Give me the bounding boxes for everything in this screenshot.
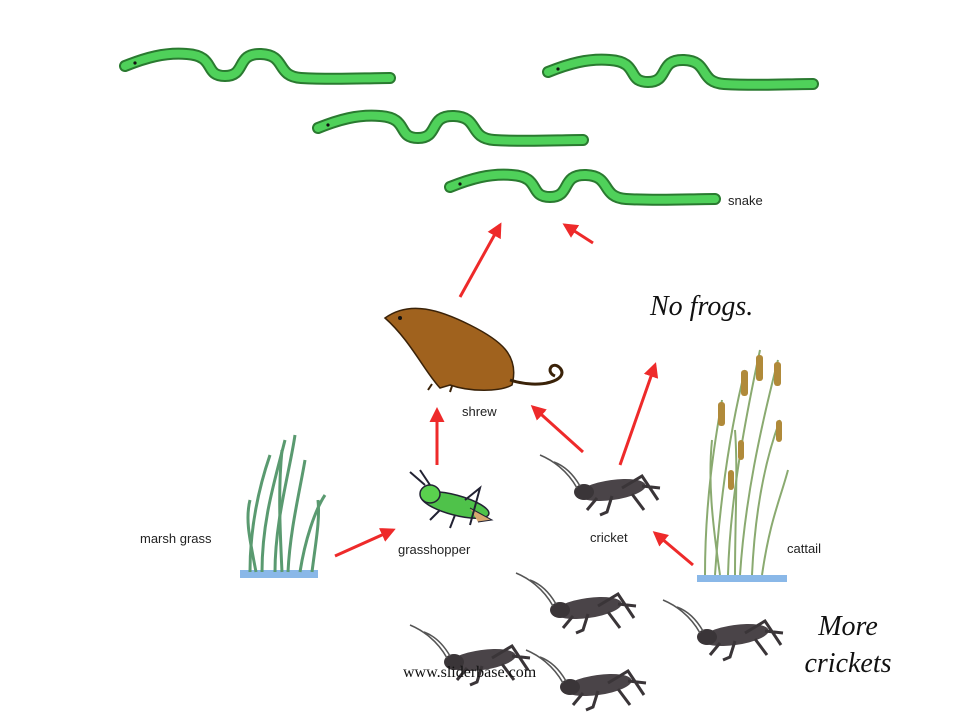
- label-snake: snake: [728, 193, 763, 208]
- watermark: www.sliderbase.com: [403, 664, 537, 681]
- arrow-cattail-to-cricket: [652, 531, 694, 567]
- label-marsh-grass: marsh grass: [140, 531, 212, 546]
- snake-illustration-3: [318, 116, 583, 141]
- arrow-frogs-to-snake: [562, 223, 594, 245]
- arrow-shrew-to-snake: [458, 222, 502, 298]
- snake-illustration-4: [450, 175, 715, 200]
- cattail-illustration: [697, 349, 789, 582]
- cricket-illustration-2: [514, 571, 638, 635]
- snake-illustration-2: [548, 60, 813, 85]
- marsh-grass-illustration: [240, 434, 327, 578]
- label-cricket: cricket: [590, 530, 628, 545]
- label-cattail: cattail: [787, 541, 821, 556]
- note-more-crickets: More crickets: [790, 608, 906, 682]
- arrow-cricket-to-frogs: [618, 362, 659, 466]
- cricket-illustration-4: [524, 648, 648, 712]
- snake-illustration-1: [125, 54, 390, 79]
- shrew-illustration: [383, 307, 564, 393]
- label-shrew: shrew: [462, 404, 497, 419]
- cricket-illustration-5: [661, 598, 785, 662]
- note-no-frogs: No frogs.: [650, 291, 754, 322]
- cricket-illustration-1: [538, 453, 662, 517]
- note-more-crickets-line1: More: [818, 611, 878, 642]
- note-more-crickets-line2: crickets: [804, 648, 892, 679]
- grasshopper-illustration: [409, 469, 494, 529]
- arrow-cricket-to-shrew: [530, 404, 585, 454]
- arrow-grass-to-grasshopper: [334, 528, 396, 558]
- label-grasshopper: grasshopper: [398, 542, 471, 557]
